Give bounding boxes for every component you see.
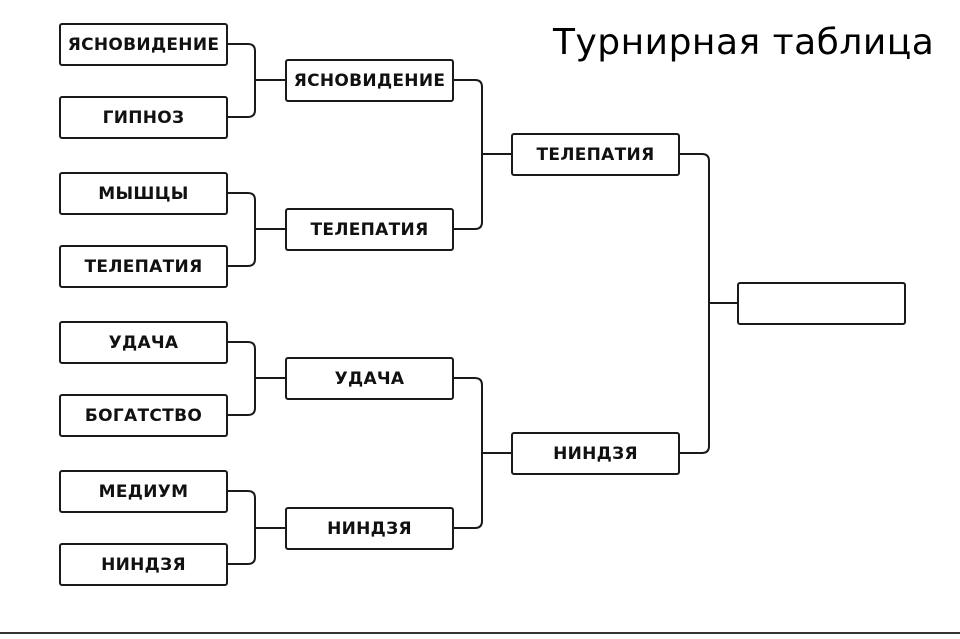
bottom-divider: [0, 632, 960, 634]
team-label: ЯСНОВИДЕНИЕ: [293, 70, 446, 91]
round2-match-box: ЯСНОВИДЕНИЕ: [285, 59, 454, 102]
round1-match-box: ЯСНОВИДЕНИЕ: [59, 23, 228, 66]
round1-match-box: НИНДЗЯ: [59, 543, 228, 586]
connector-r1-pair-3: [226, 341, 287, 416]
connector-r2-pair-2: [452, 377, 514, 529]
team-label: ГИПНОЗ: [102, 107, 185, 128]
team-label: ТЕЛЕПАТИЯ: [310, 219, 429, 240]
team-label: УДАЧА: [334, 368, 405, 389]
round1-match-box: МЫШЦЫ: [59, 172, 228, 215]
team-label: НИНДЗЯ: [101, 554, 186, 575]
connector-r1-pair-2: [226, 192, 287, 267]
connector-r2-pair-1: [452, 79, 514, 230]
round2-match-box: УДАЧА: [285, 357, 454, 400]
final-winner-box: [737, 282, 906, 325]
round2-match-box: ТЕЛЕПАТИЯ: [285, 208, 454, 251]
team-label: ТЕЛЕПАТИЯ: [84, 256, 203, 277]
team-label: НИНДЗЯ: [553, 443, 638, 464]
round1-match-box: ТЕЛЕПАТИЯ: [59, 245, 228, 288]
team-label: УДАЧА: [108, 332, 179, 353]
team-label: МЫШЦЫ: [98, 183, 189, 204]
round1-match-box: МЕДИУМ: [59, 470, 228, 513]
round1-match-box: УДАЧА: [59, 321, 228, 364]
round2-match-box: НИНДЗЯ: [285, 507, 454, 550]
team-label: ТЕЛЕПАТИЯ: [536, 144, 655, 165]
connector-r1-pair-1: [226, 43, 287, 118]
team-label: БОГАТСТВО: [84, 405, 203, 426]
round3-match-box: НИНДЗЯ: [511, 432, 680, 475]
round1-match-box: ГИПНОЗ: [59, 96, 228, 139]
diagram-title: Турнирная таблица: [553, 22, 935, 63]
round1-match-box: БОГАТСТВО: [59, 394, 228, 437]
team-label: МЕДИУМ: [98, 481, 189, 502]
team-label: НИНДЗЯ: [327, 518, 412, 539]
team-label: ЯСНОВИДЕНИЕ: [67, 34, 220, 55]
connector-r3-pair: [678, 153, 739, 454]
round3-match-box: ТЕЛЕПАТИЯ: [511, 133, 680, 176]
connector-r1-pair-4: [226, 490, 287, 565]
